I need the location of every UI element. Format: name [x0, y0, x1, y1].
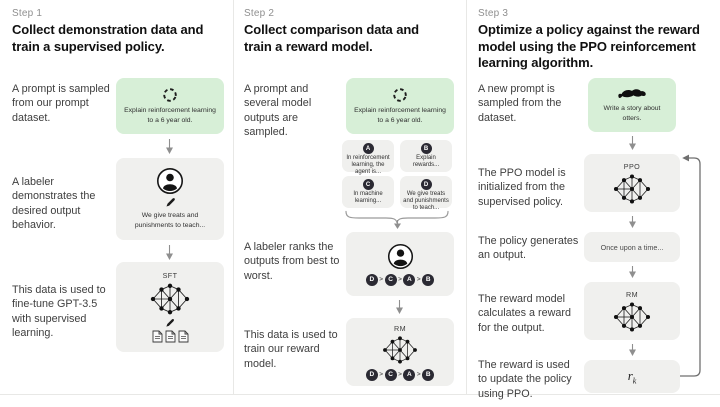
step2-caption-train: This data is used to train our reward mo…: [244, 329, 338, 370]
pencil-icon: [165, 198, 175, 208]
output-text: Explain rewards...: [412, 155, 440, 169]
step1-label: Step 1: [12, 8, 43, 19]
labeler-icon: [387, 243, 413, 269]
rank-badge: B: [422, 368, 435, 381]
ppo-label: PPO: [623, 161, 641, 171]
step1-labeler-box: We give treats and punishments to teach.…: [116, 158, 224, 240]
arrow-down-icon: [166, 139, 173, 154]
step2-caption-rank: A labeler ranks the outputs from best to…: [244, 241, 340, 282]
step2-label: Step 2: [244, 8, 275, 19]
step1-caption-finetune: This data is used to fine-tune GPT-3.5 w…: [12, 284, 106, 340]
output-badge: D: [420, 179, 432, 190]
output-text: We give treats and punishments to teach.…: [403, 191, 449, 212]
rank-badge: D: [365, 368, 378, 381]
step3-caption-output: The policy generates an output.: [478, 235, 579, 262]
document-icon: [165, 330, 175, 343]
step3-prompt-box: Write a story about otters.: [588, 78, 676, 132]
rank-separator: >: [416, 276, 421, 283]
step1-column: Step 1 Collect demonstration data and tr…: [12, 8, 224, 352]
demonstration-text: We give treats and punishments to teach.…: [134, 212, 206, 229]
ranking-row: D > C > A > B: [365, 368, 435, 381]
rank-separator: >: [398, 371, 402, 378]
step3-ppo-box: PPO: [584, 154, 680, 212]
step3-caption-update: The reward is used to update the policy …: [478, 359, 572, 400]
step3-caption-reward: The reward model calculates a reward for…: [478, 293, 572, 334]
step2-caption-sample: A prompt and several model outputs are s…: [244, 83, 312, 139]
sft-label: SFT: [162, 271, 178, 280]
arrow-down-icon: [628, 216, 636, 228]
arrow-down-icon: [396, 300, 403, 314]
step1-title: Collect demonstration data and train a s…: [12, 22, 204, 54]
arrow-down-icon: [166, 245, 173, 260]
output-badge: B: [420, 143, 432, 154]
bottom-divider: [0, 394, 720, 395]
rm-label: RM: [626, 289, 638, 299]
rank-badge: C: [384, 368, 397, 381]
step2-rm-box: RM D > C >: [346, 318, 454, 386]
feedback-loop-arrow: [680, 154, 701, 377]
ranking-row: D > C > A > B: [365, 273, 435, 286]
step1-caption-labeler: A labeler demonstrates the desired outpu…: [12, 176, 96, 232]
network-icon: [383, 335, 417, 364]
output-badge: C: [362, 179, 374, 190]
pencil-icon: [166, 319, 174, 327]
network-icon: [613, 302, 651, 331]
step2-prompt-box: Explain reinforcement learning to a 6 ye…: [346, 78, 454, 134]
otter-icon: [618, 89, 646, 99]
output-a-box: A In reinforcement learning, the agent i…: [342, 140, 394, 175]
rank-separator: >: [379, 276, 384, 283]
step3-rm-box: RM: [584, 282, 680, 340]
step3-title: Optimize a policy against the reward mod…: [478, 22, 700, 71]
step1-sft-box: SFT: [116, 262, 224, 352]
arrow-down-icon: [628, 344, 636, 356]
step1-caption-prompt: A prompt is sampled from our prompt data…: [12, 83, 110, 124]
reward-value: rk: [627, 367, 637, 386]
step2-labeler-box: D > C > A > B: [346, 232, 454, 296]
output-badge: A: [362, 143, 374, 154]
arrow-down-icon: [628, 136, 636, 150]
step3-output-box: Once upon a time...: [584, 232, 680, 262]
column-divider: [466, 0, 467, 394]
document-icon: [178, 330, 188, 343]
arrow-down-icon: [628, 266, 636, 278]
column-divider: [233, 0, 234, 394]
step3-caption-prompt: A new prompt is sampled from the dataset…: [478, 83, 562, 124]
rank-badge: D: [365, 273, 378, 286]
rm-label: RM: [394, 323, 406, 333]
rank-separator: >: [416, 371, 421, 378]
sample-icon: [393, 88, 407, 102]
output-text: In reinforcement learning, the agent is.…: [346, 155, 390, 176]
documents-row: [152, 330, 189, 343]
network-icon: [613, 174, 651, 203]
rank-badge: B: [422, 273, 435, 286]
output-text: In machine learning...: [353, 191, 383, 205]
step3-column: Step 3 Optimize a policy against the rew…: [478, 8, 706, 400]
arrow-down-icon: [393, 220, 401, 229]
step2-column: Step 2 Collect comparison data and train…: [244, 8, 456, 386]
document-icon: [152, 330, 162, 343]
prompt-text: Explain reinforcement learning to a 6 ye…: [354, 106, 446, 124]
step3-reward-box: rk: [584, 360, 680, 393]
step3-label: Step 3: [478, 8, 509, 19]
rank-badge: A: [403, 368, 416, 381]
sample-icon: [163, 88, 177, 102]
output-d-box: D We give treats and punishments to teac…: [400, 176, 452, 211]
prompt-text: Write a story about otters.: [603, 105, 661, 122]
policy-output-text: Once upon a time...: [600, 242, 664, 252]
rank-separator: >: [379, 371, 384, 378]
step2-title: Collect comparison data and train a rewa…: [244, 22, 420, 54]
rank-badge: A: [403, 273, 416, 286]
rank-badge: C: [384, 273, 397, 286]
step1-prompt-box: Explain reinforcement learning to a 6 ye…: [116, 78, 224, 134]
step3-caption-init: The PPO model is initialized from the su…: [478, 167, 566, 208]
output-b-box: B Explain rewards...: [400, 140, 452, 172]
network-icon: [150, 283, 190, 315]
output-c-box: C In machine learning...: [342, 176, 394, 208]
prompt-text: Explain reinforcement learning to a 6 ye…: [124, 106, 216, 124]
rank-separator: >: [398, 276, 402, 283]
labeler-icon: [157, 168, 183, 195]
